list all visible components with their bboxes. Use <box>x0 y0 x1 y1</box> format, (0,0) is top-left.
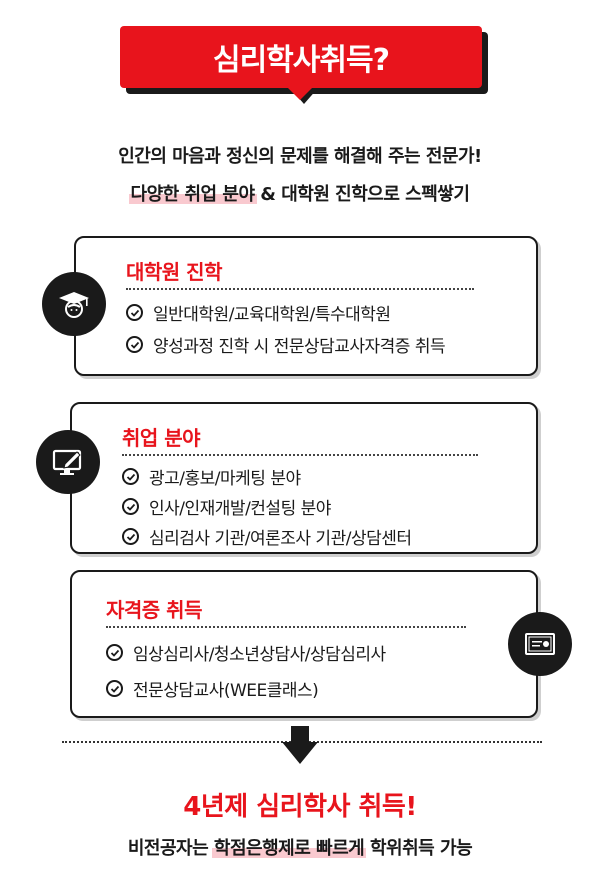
list-item-text: 전문상담교사(WEE클래스) <box>133 681 319 701</box>
check-circle-icon <box>122 498 139 515</box>
list-item: 인사/인재개발/컨설팅 분야 <box>122 494 331 519</box>
card-certificate: 자격증 취득 임상심리사/청소년상담사/상담심리사 전문상담교사(WEE클래스) <box>70 570 538 718</box>
list-item-text: 임상심리사/청소년상담사/상담심리사 <box>133 645 386 665</box>
list-item: 전문상담교사(WEE클래스) <box>106 676 319 701</box>
conclusion-highlight: 학점은행제로 빠르게 <box>213 838 365 859</box>
intro-highlight: 다양한 취업 분야 <box>130 184 255 205</box>
conclusion-prefix: 비전공자는 <box>127 838 214 859</box>
card-title: 자격증 취득 <box>106 598 202 622</box>
card-graduate-school: 대학원 진학 일반대학원/교육대학원/특수대학원 양성과정 진학 시 전문상담교… <box>74 236 538 376</box>
graduate-icon <box>42 272 106 336</box>
dotted-divider <box>122 454 478 456</box>
header-banner: 심리학사취득? <box>120 26 490 108</box>
card-title: 대학원 진학 <box>126 260 222 284</box>
list-item-text: 광고/홍보/마케팅 분야 <box>149 469 301 489</box>
monitor-pen-icon <box>36 430 100 494</box>
list-item: 광고/홍보/마케팅 분야 <box>122 464 301 489</box>
card-title: 취업 분야 <box>122 426 201 450</box>
conclusion-subtitle: 비전공자는 학점은행제로 빠르게 학위취득 가능 <box>0 834 600 860</box>
conclusion-title: 4년제 심리학사 취득! <box>183 792 417 822</box>
list-item: 임상심리사/청소년상담사/상담심리사 <box>106 640 386 665</box>
banner-title: 심리학사취득? <box>212 43 390 78</box>
conclusion-suffix: 학위취득 가능 <box>364 838 473 859</box>
check-circle-icon <box>126 336 143 353</box>
list-item-text: 양성과정 진학 시 전문상담교사자격증 취득 <box>153 337 446 357</box>
list-item: 양성과정 진학 시 전문상담교사자격증 취득 <box>126 332 446 357</box>
check-circle-icon <box>106 644 123 661</box>
intro-line-1: 인간의 마음과 정신의 문제를 해결해 주는 전문가! <box>118 146 482 167</box>
check-circle-icon <box>106 680 123 697</box>
list-item-text: 심리검사 기관/여론조사 기관/상담센터 <box>149 529 412 549</box>
intro-line-2-rest: & 대학원 진학으로 스펙쌓기 <box>254 184 470 205</box>
card-employment: 취업 분야 광고/홍보/마케팅 분야 인사/인재개발/컨설팅 분야 심리검사 기… <box>70 402 538 554</box>
certificate-icon <box>508 612 572 676</box>
banner-tail <box>286 86 314 100</box>
dotted-divider <box>106 626 466 628</box>
intro-line-2: 다양한 취업 분야 & 대학원 진학으로 스펙쌓기 <box>0 180 600 206</box>
check-circle-icon <box>122 528 139 545</box>
banner-box: 심리학사취득? <box>120 26 482 88</box>
list-item: 일반대학원/교육대학원/특수대학원 <box>126 300 391 325</box>
dotted-divider <box>126 288 474 290</box>
arrow-down-icon <box>282 726 318 764</box>
list-item: 심리검사 기관/여론조사 기관/상담센터 <box>122 524 412 549</box>
check-circle-icon <box>126 304 143 321</box>
list-item-text: 일반대학원/교육대학원/특수대학원 <box>153 305 391 325</box>
check-circle-icon <box>122 468 139 485</box>
list-item-text: 인사/인재개발/컨설팅 분야 <box>149 499 331 519</box>
